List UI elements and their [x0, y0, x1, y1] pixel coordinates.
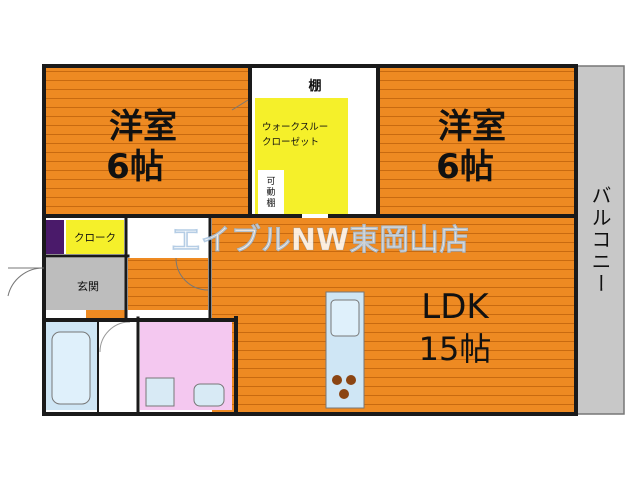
ldk-name: LDK [421, 287, 490, 327]
western-room-right-size: 6帖 [436, 147, 494, 187]
shelf [255, 70, 375, 98]
balcony [575, 65, 625, 415]
shelf-label: 棚 [308, 78, 321, 94]
hallway [128, 214, 212, 254]
cloak-label: クローク [74, 232, 116, 244]
western-room-right-name: 洋室 [438, 107, 506, 147]
stove-burner-icon [346, 375, 356, 385]
ldk-size: 15帖 [419, 330, 492, 368]
western-room-left [46, 68, 248, 214]
washroom [98, 322, 136, 410]
toilet-icon [193, 383, 225, 407]
walk-in-closet-line2: クローゼット [262, 136, 319, 148]
entrance-step [86, 310, 126, 318]
balcony-label: バルコニー [588, 185, 612, 295]
cloak-purple-block [46, 220, 64, 254]
walls [42, 64, 578, 416]
walk-in-closet-line1: ウォークスルー [262, 122, 328, 133]
bathtub-icon [51, 331, 91, 405]
closet-strip [348, 98, 374, 214]
movable-shelf-line3: 棚 [266, 197, 275, 209]
door-swing-icon [99, 321, 131, 353]
movable-shelf-line1: 可 [266, 176, 275, 187]
watermark: エイブルNW東岡山店 [171, 223, 469, 258]
western-room-right [380, 68, 576, 214]
washbasin-icon [145, 377, 175, 407]
corridor [128, 258, 208, 310]
movable-shelf-line2: 動 [266, 187, 275, 198]
movable-shelf [258, 170, 284, 214]
cloak [66, 220, 124, 254]
ldk [212, 218, 576, 414]
entrance-label: 玄関 [77, 279, 99, 293]
western-room-left-name: 洋室 [109, 107, 177, 147]
door-swings [7, 99, 249, 297]
western-room-left-size: 6帖 [106, 147, 164, 187]
stove-burner-icon [332, 375, 342, 385]
stove-burner-icon [339, 389, 349, 399]
kitchen-sink-icon [330, 299, 360, 337]
entrance [46, 258, 126, 310]
